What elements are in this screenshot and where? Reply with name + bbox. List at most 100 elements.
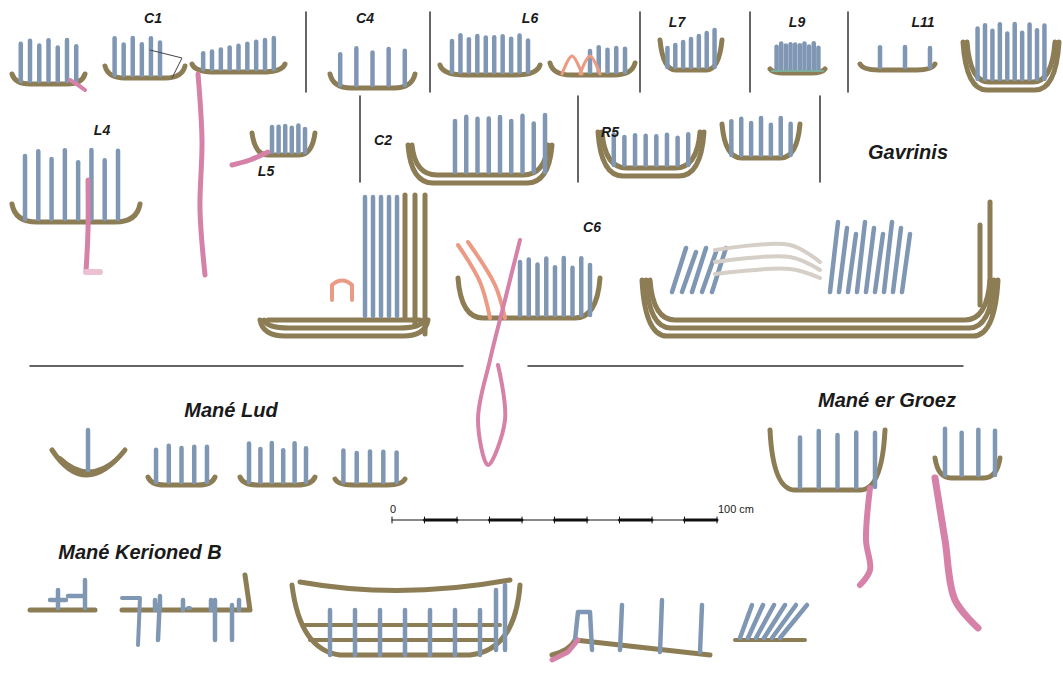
crew-stroke — [759, 118, 764, 155]
crew-stroke — [614, 48, 619, 72]
crew-stroke — [975, 28, 980, 79]
crew-stroke — [116, 151, 121, 219]
boat-hull — [305, 625, 500, 640]
crew-stroke — [812, 43, 817, 70]
crew-stroke — [272, 38, 277, 69]
crew-stroke — [976, 430, 981, 475]
crew-stroke — [562, 258, 567, 315]
crew-stroke — [990, 31, 995, 79]
crew-stroke — [816, 48, 821, 70]
site-name: Mané Kerioned B — [58, 541, 221, 564]
crew-stroke — [23, 156, 28, 219]
boat-hull — [300, 580, 510, 591]
crew-stroke — [866, 228, 874, 292]
orange-line — [562, 56, 582, 74]
crew-stroke — [154, 450, 159, 482]
boat-hull — [403, 195, 408, 318]
crew-stroke — [254, 42, 259, 69]
crew-stroke — [28, 41, 33, 81]
crew-stroke — [517, 35, 522, 72]
scale-tick — [522, 517, 523, 523]
crew-stroke — [290, 128, 295, 152]
crew-stroke — [665, 135, 670, 165]
crew-stroke — [353, 610, 358, 655]
crew-stroke — [857, 222, 865, 292]
pink-line — [552, 640, 578, 660]
crew-stroke — [570, 268, 575, 315]
crew-stroke — [553, 267, 558, 315]
panel-label: C4 — [356, 10, 374, 26]
crew-stroke — [780, 605, 807, 638]
pink-line — [86, 180, 88, 272]
crew-stroke — [370, 52, 375, 85]
crew-stroke — [65, 40, 70, 81]
separator-line — [429, 12, 431, 92]
crew-stroke — [303, 129, 308, 152]
crew-stroke — [74, 46, 79, 81]
crew-stroke — [102, 160, 107, 219]
crew-stroke — [181, 600, 186, 610]
crew-stroke — [928, 48, 933, 67]
crew-stroke — [579, 258, 584, 315]
crew-stroke — [354, 453, 359, 482]
crew-stroke — [675, 138, 680, 165]
crew-stroke — [140, 44, 145, 75]
crew-stroke — [518, 262, 523, 315]
crew-stroke — [793, 44, 798, 70]
crew-stroke — [993, 431, 998, 475]
boat-hull — [292, 585, 520, 655]
scale-segment — [425, 519, 458, 522]
pink-line — [86, 269, 100, 275]
orange-line — [580, 56, 600, 74]
crew-stroke — [50, 580, 85, 608]
crew-stroke — [55, 48, 60, 81]
crew-stroke — [848, 234, 856, 292]
scale-tick — [457, 517, 458, 523]
crew-stroke — [902, 234, 910, 292]
crew-stroke — [394, 453, 399, 482]
crew-stroke — [526, 41, 531, 72]
crew-stroke — [453, 610, 458, 655]
boat-hull — [413, 195, 418, 326]
green-line — [772, 70, 823, 72]
crew-stroke — [492, 37, 497, 72]
boat-hull — [650, 280, 990, 320]
crew-stroke — [943, 429, 948, 475]
crew-stroke — [1020, 33, 1025, 79]
crew-stroke — [304, 448, 309, 482]
crew-stroke — [769, 125, 774, 155]
crew-stroke — [475, 119, 480, 172]
separator-line — [528, 365, 963, 367]
crew-stroke — [535, 264, 540, 315]
boat-hull — [423, 195, 428, 334]
separator-line — [819, 96, 821, 182]
crew-stroke — [403, 51, 408, 85]
crew-stroke — [798, 45, 803, 70]
crew-stroke — [704, 33, 709, 67]
crew-stroke — [623, 49, 628, 72]
scale-tick — [717, 517, 718, 523]
crew-stroke — [527, 260, 532, 315]
crew-stroke — [378, 610, 383, 655]
crew-stroke — [1042, 26, 1047, 79]
crew-stroke — [219, 49, 224, 69]
boat-hull — [988, 202, 993, 312]
boat-hull — [268, 318, 420, 323]
crew-stroke — [575, 600, 702, 652]
crew-stroke — [270, 127, 275, 152]
crew-stroke — [354, 48, 359, 85]
separator-line — [577, 96, 579, 182]
crew-stroke — [633, 135, 638, 165]
crew-stroke — [167, 446, 172, 482]
crew-stroke — [283, 126, 288, 152]
pink-line — [478, 240, 520, 465]
crew-stroke — [835, 435, 840, 487]
crew-stroke — [153, 600, 158, 610]
crew-stroke — [37, 46, 42, 81]
crew-stroke — [296, 125, 301, 152]
crew-stroke — [201, 53, 206, 69]
crew-stroke — [36, 151, 41, 219]
crew-stroke — [817, 431, 822, 487]
crew-stroke — [686, 134, 691, 165]
